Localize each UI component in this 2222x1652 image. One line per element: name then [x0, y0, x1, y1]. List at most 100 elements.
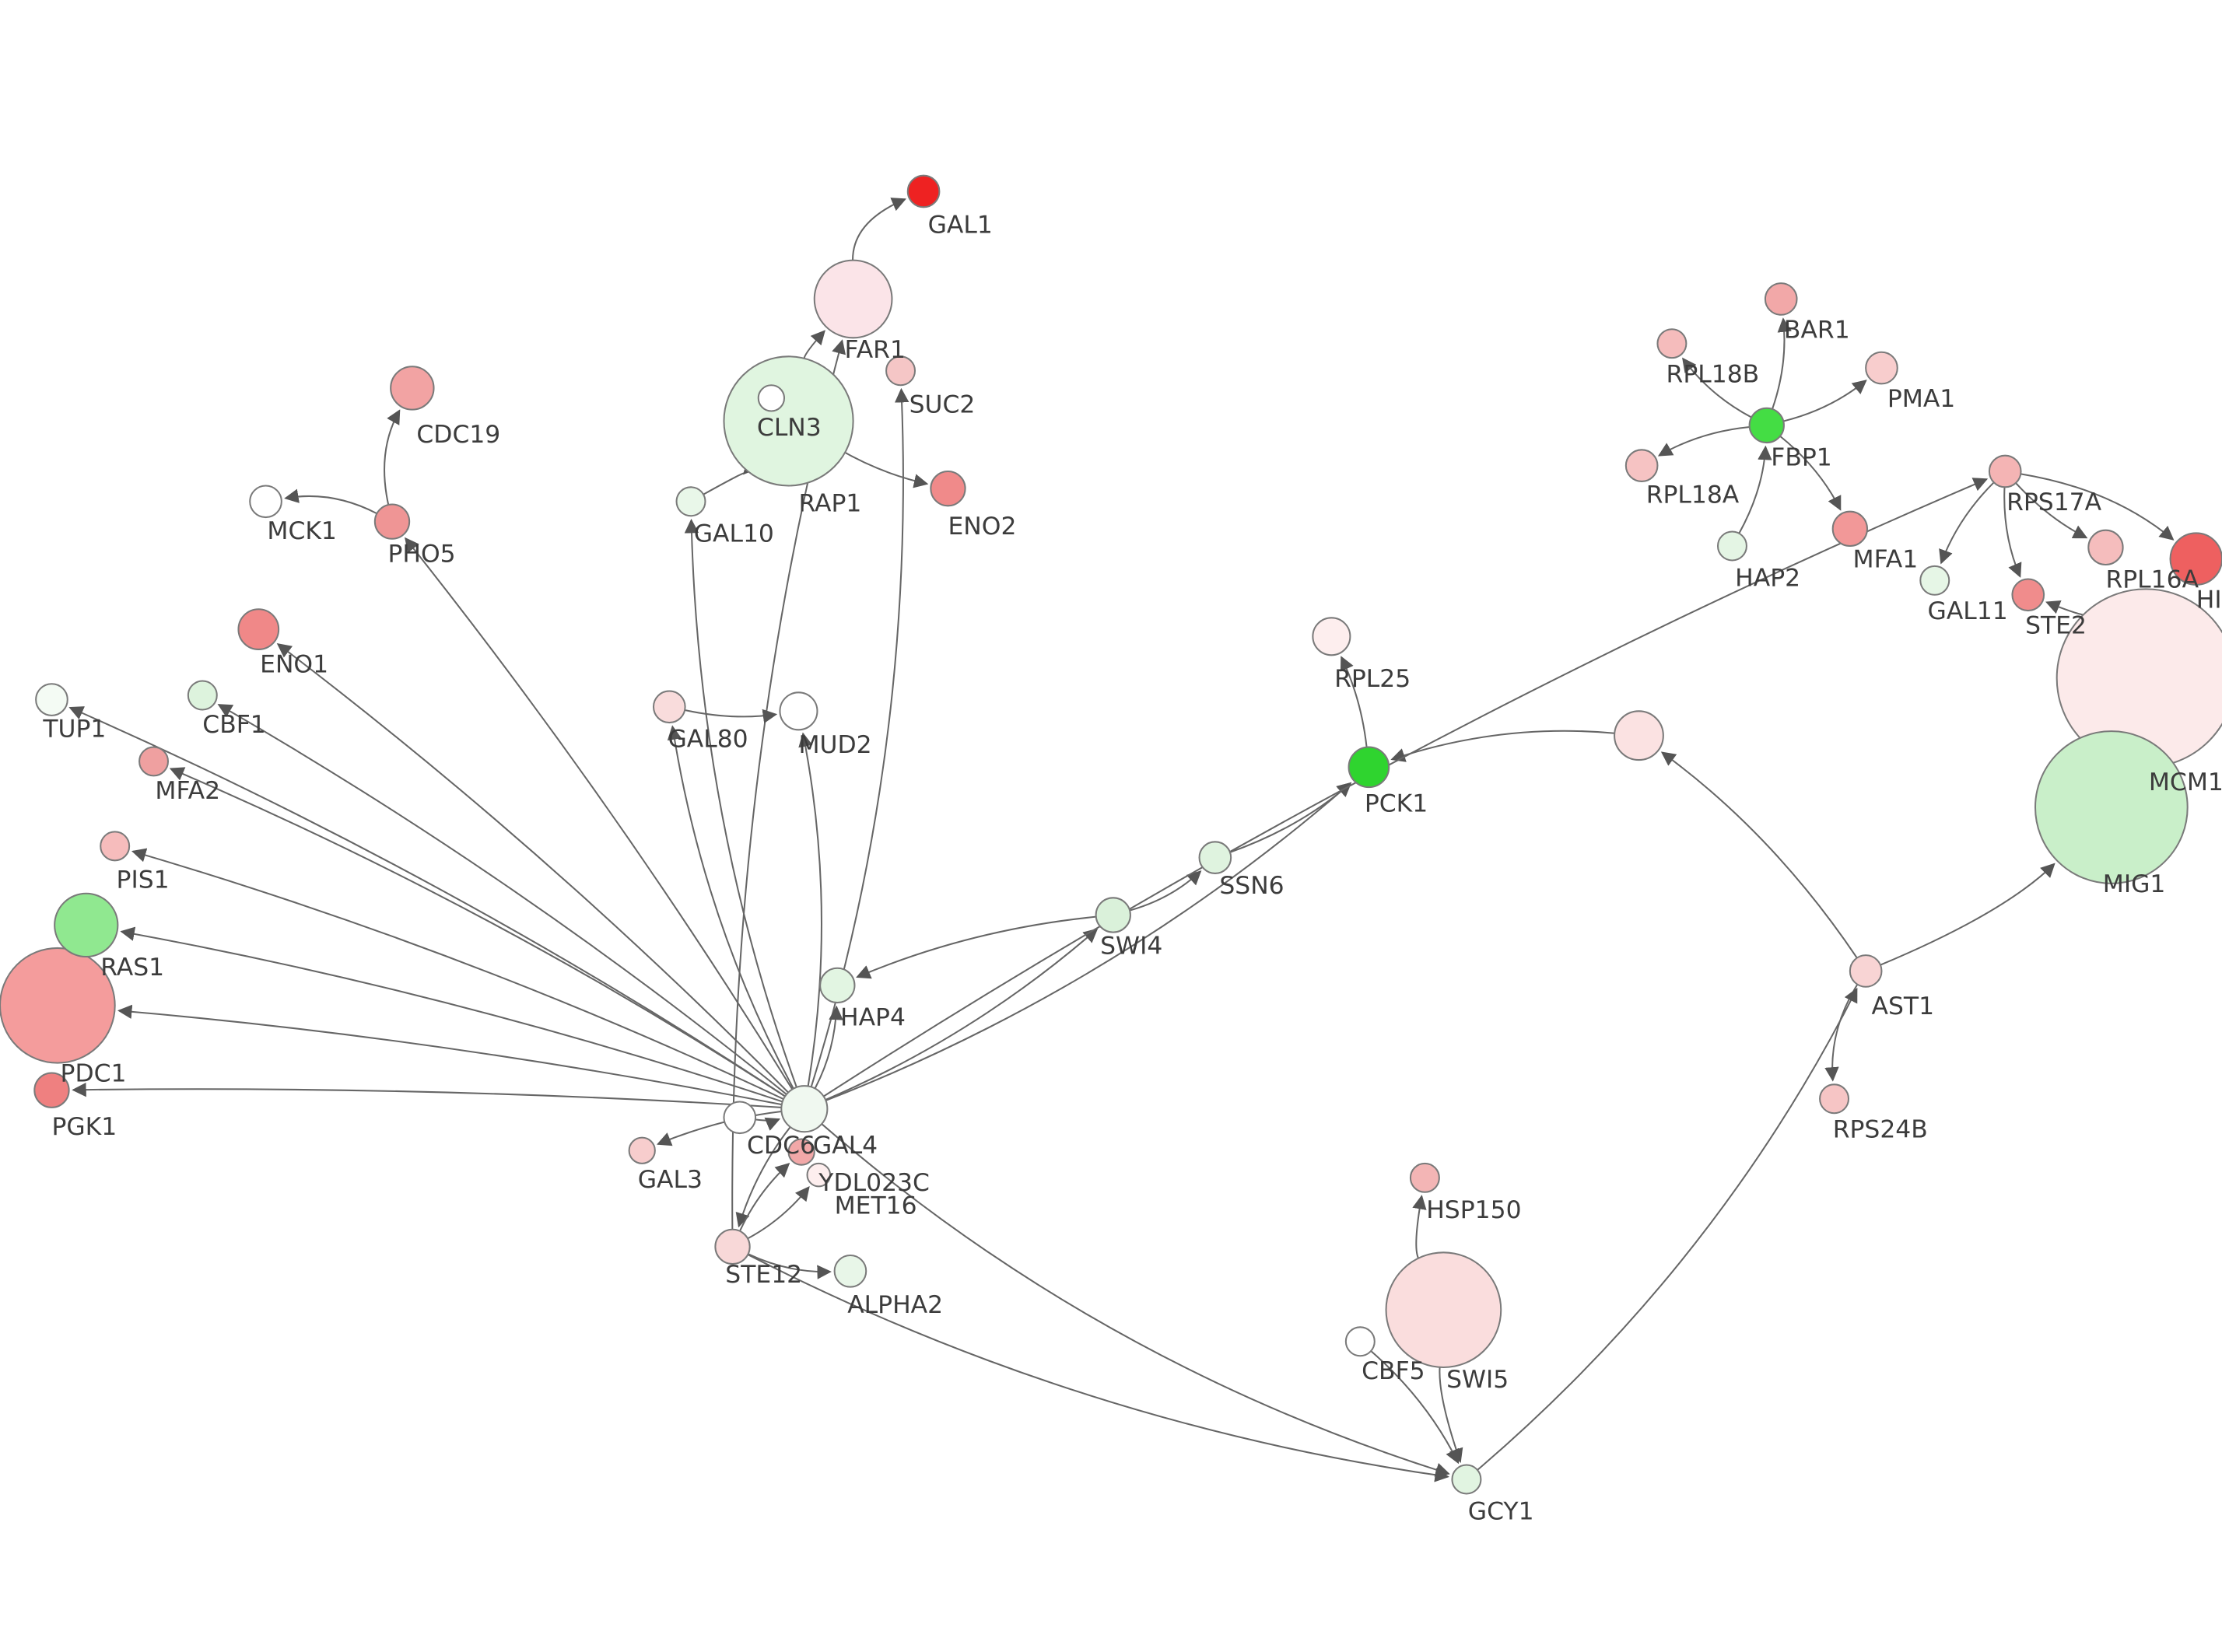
node-STE12[interactable] [714, 1228, 751, 1265]
edge-HAP2-FBP1[interactable] [1738, 445, 1772, 534]
node-SWI5[interactable] [1385, 1251, 1502, 1369]
edge-PCK1-RPL25[interactable] [1340, 656, 1368, 747]
edge-GAL10-CLN3[interactable] [703, 459, 759, 495]
node-SUC2[interactable] [885, 355, 916, 387]
edge-GAL4-ENO1[interactable] [276, 642, 789, 1094]
node-FAR1[interactable] [813, 259, 893, 339]
node-GCY1[interactable] [1451, 1464, 1482, 1495]
edge-STE12-YDL023C[interactable] [739, 1162, 790, 1232]
edge-RPS17A-GAL11[interactable] [1939, 481, 1995, 565]
edge-GAL4-TUP1[interactable] [68, 706, 786, 1097]
node-AST1[interactable] [1849, 954, 1883, 988]
edge-FBP1-RPL18A[interactable] [1657, 425, 1750, 457]
node-CDC19[interactable] [390, 366, 435, 411]
node-BAR1[interactable] [1764, 282, 1798, 316]
node-GAL3[interactable] [628, 1136, 656, 1164]
edge-STE12-GCY1[interactable] [747, 1254, 1449, 1482]
edge-GAL4-GAL3[interactable] [657, 1111, 782, 1146]
node-HIS4[interactable] [2169, 532, 2222, 586]
node-PHO5[interactable] [373, 503, 411, 540]
node-PMA1[interactable] [1865, 351, 1898, 385]
edge-GAL4-MFA2[interactable] [169, 767, 786, 1097]
edge-CLN3-FAR1[interactable] [803, 330, 825, 359]
node-GAL11[interactable] [1919, 565, 1950, 596]
node-RPL18A[interactable] [1624, 449, 1659, 482]
node-RAS1[interactable] [54, 892, 119, 958]
node-YDL023C[interactable] [787, 1138, 815, 1166]
edge-GAL4-HAP4[interactable] [814, 1005, 843, 1089]
edge-FBP1-PMA1[interactable] [1782, 380, 1867, 422]
node-RPL18B[interactable] [1656, 328, 1688, 359]
edge-CBF5-GCY1[interactable] [1370, 1350, 1460, 1465]
edge-AST1-NODEX[interactable] [1660, 751, 1858, 959]
edge-STE12-MET16[interactable] [747, 1186, 810, 1240]
edge-GAL4-PGK1[interactable] [72, 1082, 782, 1108]
edge-RPS17A-HIS4[interactable] [2020, 473, 2175, 541]
node-ENO1[interactable] [237, 608, 280, 650]
edge-PHO5-MCK1[interactable] [284, 488, 377, 515]
node-MFA2[interactable] [138, 746, 170, 777]
edge-GAL4-RAS1[interactable] [120, 926, 783, 1103]
edge-GAL4-PHO5[interactable] [405, 537, 794, 1090]
edge-GAL4-GAL10[interactable] [684, 518, 797, 1088]
edge-GAL4-PCK1[interactable] [825, 782, 1352, 1101]
edge-PHO5-CDC19[interactable] [384, 409, 401, 506]
edge-STE12-ALPHA2[interactable] [748, 1253, 832, 1279]
node-HAP4[interactable] [819, 967, 856, 1004]
node-FBP1[interactable] [1748, 407, 1785, 444]
edge-GAL4-STE12[interactable] [735, 1126, 791, 1228]
edge-SWI4-SSN6[interactable] [1129, 870, 1202, 912]
node-PGK1[interactable] [33, 1072, 70, 1108]
node-CLN3[interactable] [723, 355, 854, 487]
node-GAL4[interactable] [780, 1085, 829, 1133]
edge-CDC6-GAL4[interactable] [755, 1117, 781, 1131]
node-ALPHA2[interactable] [833, 1254, 867, 1288]
node-RPS24B[interactable] [1819, 1083, 1850, 1115]
edge-NODEX-PCK1[interactable] [1390, 730, 1615, 762]
edge-GAL4-PIS1[interactable] [131, 848, 784, 1101]
edge-AST1-MIG1[interactable] [1880, 863, 2056, 966]
edge-GAL4-RPS17A[interactable] [823, 478, 1989, 1097]
edge-RPS17A-RPL16A[interactable] [2015, 482, 2088, 539]
node-MET16[interactable] [806, 1162, 832, 1188]
edge-SWI5-GCY1[interactable] [1439, 1367, 1463, 1464]
node-RPS17A[interactable] [1988, 454, 2022, 488]
edge-FBP1-BAR1[interactable] [1772, 317, 1792, 410]
node-STE2[interactable] [2011, 578, 2045, 612]
edge-GAL4-CBF1[interactable] [217, 704, 787, 1095]
node-SWI4[interactable] [1095, 897, 1131, 933]
node-RPL25[interactable] [1312, 617, 1351, 656]
node-CBF1[interactable] [187, 680, 218, 711]
node-ENO2[interactable] [930, 470, 966, 507]
edge-AST1-RPS24B[interactable] [1824, 984, 1859, 1082]
edge-GAL4-GAL80[interactable] [667, 725, 794, 1090]
node-PCK1[interactable] [1348, 746, 1390, 789]
edge-GAL4-GCY1[interactable] [821, 1123, 1450, 1477]
node-HSP150[interactable] [1409, 1162, 1440, 1193]
node-PIS1[interactable] [100, 831, 131, 862]
edge-FBP1-MFA1[interactable] [1779, 435, 1842, 511]
node-RPL16A[interactable] [2087, 529, 2124, 566]
node-MCK1[interactable] [249, 485, 282, 519]
node-SSN6[interactable] [1198, 841, 1232, 874]
node-GAL80[interactable] [652, 690, 686, 724]
node-GAL10[interactable] [675, 486, 706, 517]
edge-SWI5-HSP150[interactable] [1412, 1195, 1427, 1259]
node-MIG1[interactable] [2034, 730, 2189, 884]
edge-GAL80-MUD2[interactable] [685, 709, 778, 724]
node-TUP1[interactable] [35, 683, 68, 716]
node-MUD2[interactable] [779, 691, 818, 731]
edge-FAR1-GAL1[interactable] [852, 198, 906, 261]
node-RAP1[interactable] [757, 384, 786, 412]
edge-GAL4-MUD2[interactable] [798, 732, 823, 1087]
node-PDC1[interactable] [0, 947, 116, 1064]
node-NODEX[interactable] [1614, 710, 1664, 761]
edge-GAL4-PDC1[interactable] [117, 1004, 783, 1106]
node-MFA1[interactable] [1831, 510, 1869, 548]
edge-GCY1-AST1[interactable] [1477, 987, 1858, 1471]
edge-GAL4-SWI4[interactable] [825, 928, 1099, 1101]
node-GAL1[interactable] [906, 174, 941, 208]
node-CBF5[interactable] [1344, 1326, 1376, 1357]
edge-SWI4-HAP4[interactable] [856, 915, 1096, 979]
edge-RPS17A-STE2[interactable] [2003, 487, 2022, 578]
